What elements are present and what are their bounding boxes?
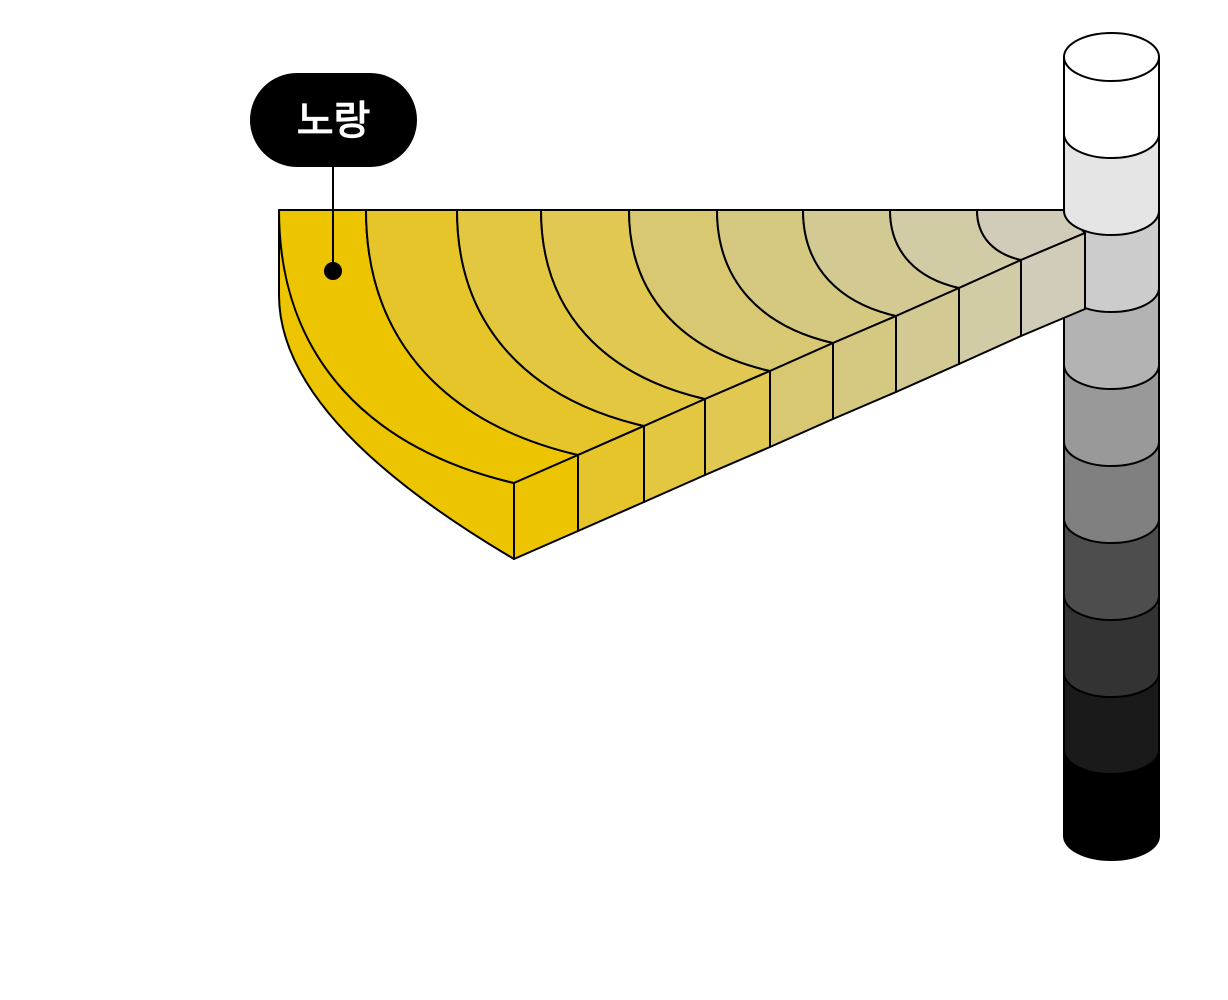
gray-step-4	[1063, 287, 1160, 390]
yellow-step-front-9	[1020, 232, 1086, 337]
label-pill	[250, 73, 417, 167]
yellow-scale-fan	[278, 209, 1086, 560]
gray-step-8	[1063, 595, 1160, 698]
callout: 노랑	[250, 73, 417, 280]
gray-step-10	[1063, 749, 1160, 861]
gray-step-7	[1063, 518, 1160, 621]
cylinder-top-cap	[1063, 32, 1160, 82]
label-text: 노랑	[297, 98, 371, 144]
gray-step-5	[1063, 364, 1160, 467]
gray-step-9	[1063, 672, 1160, 775]
gray-scale-cylinder	[1063, 210, 1160, 861]
gray-step-2	[1063, 133, 1160, 236]
gray-scale-cylinder-top	[1063, 32, 1160, 236]
callout-dot	[324, 262, 342, 280]
gray-step-6	[1063, 441, 1160, 544]
gray-step-1	[1063, 56, 1160, 159]
